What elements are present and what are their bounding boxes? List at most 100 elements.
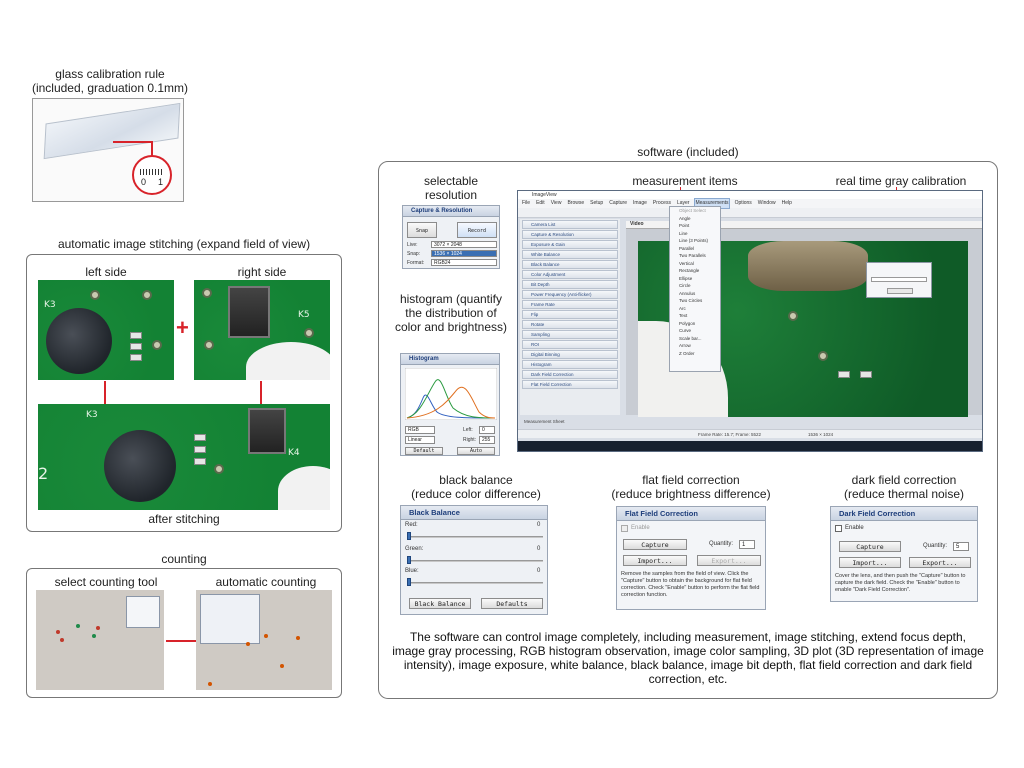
- menu-item[interactable]: Layer: [676, 200, 690, 206]
- measurement-menu-item[interactable]: Two Parallels: [679, 253, 706, 258]
- measurement-menu-item[interactable]: Vertical: [679, 260, 694, 266]
- dark-quantity-label: Quantity:: [923, 543, 948, 549]
- calibration-input[interactable]: [871, 277, 927, 282]
- glass-caption-line2: (included, graduation 0.1mm): [31, 81, 189, 95]
- dark-export-button[interactable]: Export...: [909, 557, 971, 568]
- black-balance-button[interactable]: Black Balance: [409, 598, 471, 609]
- right-input[interactable]: 255: [479, 436, 495, 444]
- measurement-sheet-tab[interactable]: Measurement Sheet: [524, 419, 565, 424]
- menu-item[interactable]: Options: [734, 200, 752, 206]
- menu-item[interactable]: Browse: [567, 200, 585, 206]
- panel-item[interactable]: Color Adjustment: [522, 270, 618, 279]
- measurement-menu-item[interactable]: Scale bar...: [679, 335, 702, 341]
- panel-item[interactable]: Power Frequency (Anti-flicker): [522, 290, 618, 299]
- panel-item[interactable]: Camera List: [522, 220, 618, 229]
- status-bar: Frame Rate: 15.7; Frame: 5522 1536 × 102…: [518, 429, 982, 438]
- menu-item[interactable]: Process: [652, 200, 671, 206]
- menu-item[interactable]: Measurements: [694, 198, 730, 209]
- measurement-menu-item[interactable]: Object Select: [679, 208, 706, 213]
- measurement-menu-item[interactable]: Circle: [679, 283, 691, 288]
- flat-quantity-label: Quantity:: [709, 541, 734, 547]
- panel-item[interactable]: Frame Rate: [522, 300, 618, 309]
- measurement-menu-item[interactable]: Rectangle: [679, 268, 700, 273]
- measurement-menu-item[interactable]: Angle: [679, 215, 691, 221]
- panel-item[interactable]: Flip: [522, 310, 618, 319]
- red-value: 0: [537, 522, 541, 528]
- green-slider-track[interactable]: [407, 560, 543, 562]
- menu-item[interactable]: Image: [633, 200, 647, 206]
- counting-title: counting: [161, 552, 207, 566]
- panel-item[interactable]: Exposure & Gain: [522, 240, 618, 249]
- dark-enable-checkbox[interactable]: [835, 525, 842, 532]
- smd: [860, 371, 872, 378]
- panel-item[interactable]: Rotate: [522, 320, 618, 329]
- panel-item[interactable]: Flat Field Correction: [522, 380, 618, 389]
- flat-enable-checkbox[interactable]: [621, 525, 628, 532]
- record-button[interactable]: Record: [457, 222, 497, 238]
- smd: [130, 343, 142, 350]
- dark-capture-button[interactable]: Capture: [839, 541, 901, 552]
- histogram-default-button[interactable]: Default: [405, 447, 443, 455]
- measurement-menu-item[interactable]: Arrow: [679, 343, 691, 348]
- defaults-button[interactable]: Defaults: [481, 598, 543, 609]
- panel-item[interactable]: Histogram: [522, 360, 618, 369]
- red-slider[interactable]: [407, 532, 411, 540]
- panel-item[interactable]: Black Balance: [522, 260, 618, 269]
- measurement-menu-item[interactable]: Line: [679, 230, 688, 236]
- measurement-menu-item[interactable]: Annulus: [679, 290, 696, 296]
- live-resolution-select[interactable]: 3072 × 2048: [431, 241, 497, 248]
- menu-item[interactable]: File: [522, 200, 531, 206]
- measurement-menu-item[interactable]: Ellipse: [679, 275, 693, 281]
- connector: [248, 408, 286, 454]
- left-input[interactable]: 0: [479, 426, 495, 434]
- panel-item[interactable]: Dark Field Correction: [522, 370, 618, 379]
- red-slider-track[interactable]: [407, 536, 543, 538]
- measurement-menu-item[interactable]: Line (3 Points): [679, 238, 709, 243]
- snap-resolution-select[interactable]: 1536 × 1024: [431, 250, 497, 257]
- blue-label: Blue:: [405, 568, 419, 574]
- measurement-menu-item[interactable]: Two Circles: [679, 298, 703, 303]
- panel-item[interactable]: ROI: [522, 340, 618, 349]
- measurement-menu-item[interactable]: Point: [679, 223, 690, 228]
- histogram-auto-button[interactable]: Auto: [457, 447, 495, 455]
- gray-calibration-label: real time gray calibration: [835, 174, 967, 188]
- dark-quantity-stepper[interactable]: 5: [953, 542, 969, 551]
- panel-item[interactable]: Sampling: [522, 330, 618, 339]
- measurement-menu-item[interactable]: Text: [679, 313, 688, 318]
- measurement-menu-item[interactable]: Arc: [679, 305, 686, 311]
- flat-quantity-stepper[interactable]: 1: [739, 540, 755, 549]
- menu-item[interactable]: Help: [781, 200, 792, 206]
- scale-select[interactable]: Linear: [405, 436, 435, 444]
- panel-item[interactable]: Digital Binning: [522, 350, 618, 359]
- measurement-menu-item[interactable]: Polygon: [679, 320, 696, 326]
- dark-import-button[interactable]: Import...: [839, 557, 901, 568]
- blue-slider[interactable]: [407, 578, 411, 586]
- right-side-label: right side: [237, 265, 287, 279]
- taskbar: [518, 441, 982, 451]
- measurement-menu-item[interactable]: Curve: [679, 328, 692, 333]
- channel-select[interactable]: RGB: [405, 426, 435, 434]
- panel-item[interactable]: White Balance: [522, 250, 618, 259]
- menu-item[interactable]: Capture: [609, 200, 627, 206]
- sample-dot: [56, 630, 60, 634]
- menu-item[interactable]: Setup: [590, 200, 604, 206]
- menu-item[interactable]: View: [550, 200, 562, 206]
- blue-slider-track[interactable]: [407, 582, 543, 584]
- menu-item[interactable]: Edit: [536, 200, 545, 206]
- format-select[interactable]: RGB24: [431, 259, 497, 266]
- video-tab[interactable]: Video: [630, 221, 644, 227]
- flat-capture-button[interactable]: Capture: [623, 539, 687, 550]
- green-slider[interactable]: [407, 556, 411, 564]
- measurement-menu-item[interactable]: Z Order: [679, 350, 695, 356]
- panel-item[interactable]: Bit Depth: [522, 280, 618, 289]
- flat-import-button[interactable]: Import...: [623, 555, 687, 566]
- calibration-ok-button[interactable]: [887, 288, 913, 294]
- menu-item[interactable]: Window: [757, 200, 776, 206]
- panel-item[interactable]: Capture & Resolution: [522, 230, 618, 239]
- snap-button[interactable]: Snap: [407, 222, 437, 238]
- dark-field-caption-line2: (reduce thermal noise): [843, 487, 965, 501]
- flat-export-button[interactable]: Export...: [697, 555, 761, 566]
- measurement-menu-item[interactable]: Parallel: [679, 245, 695, 251]
